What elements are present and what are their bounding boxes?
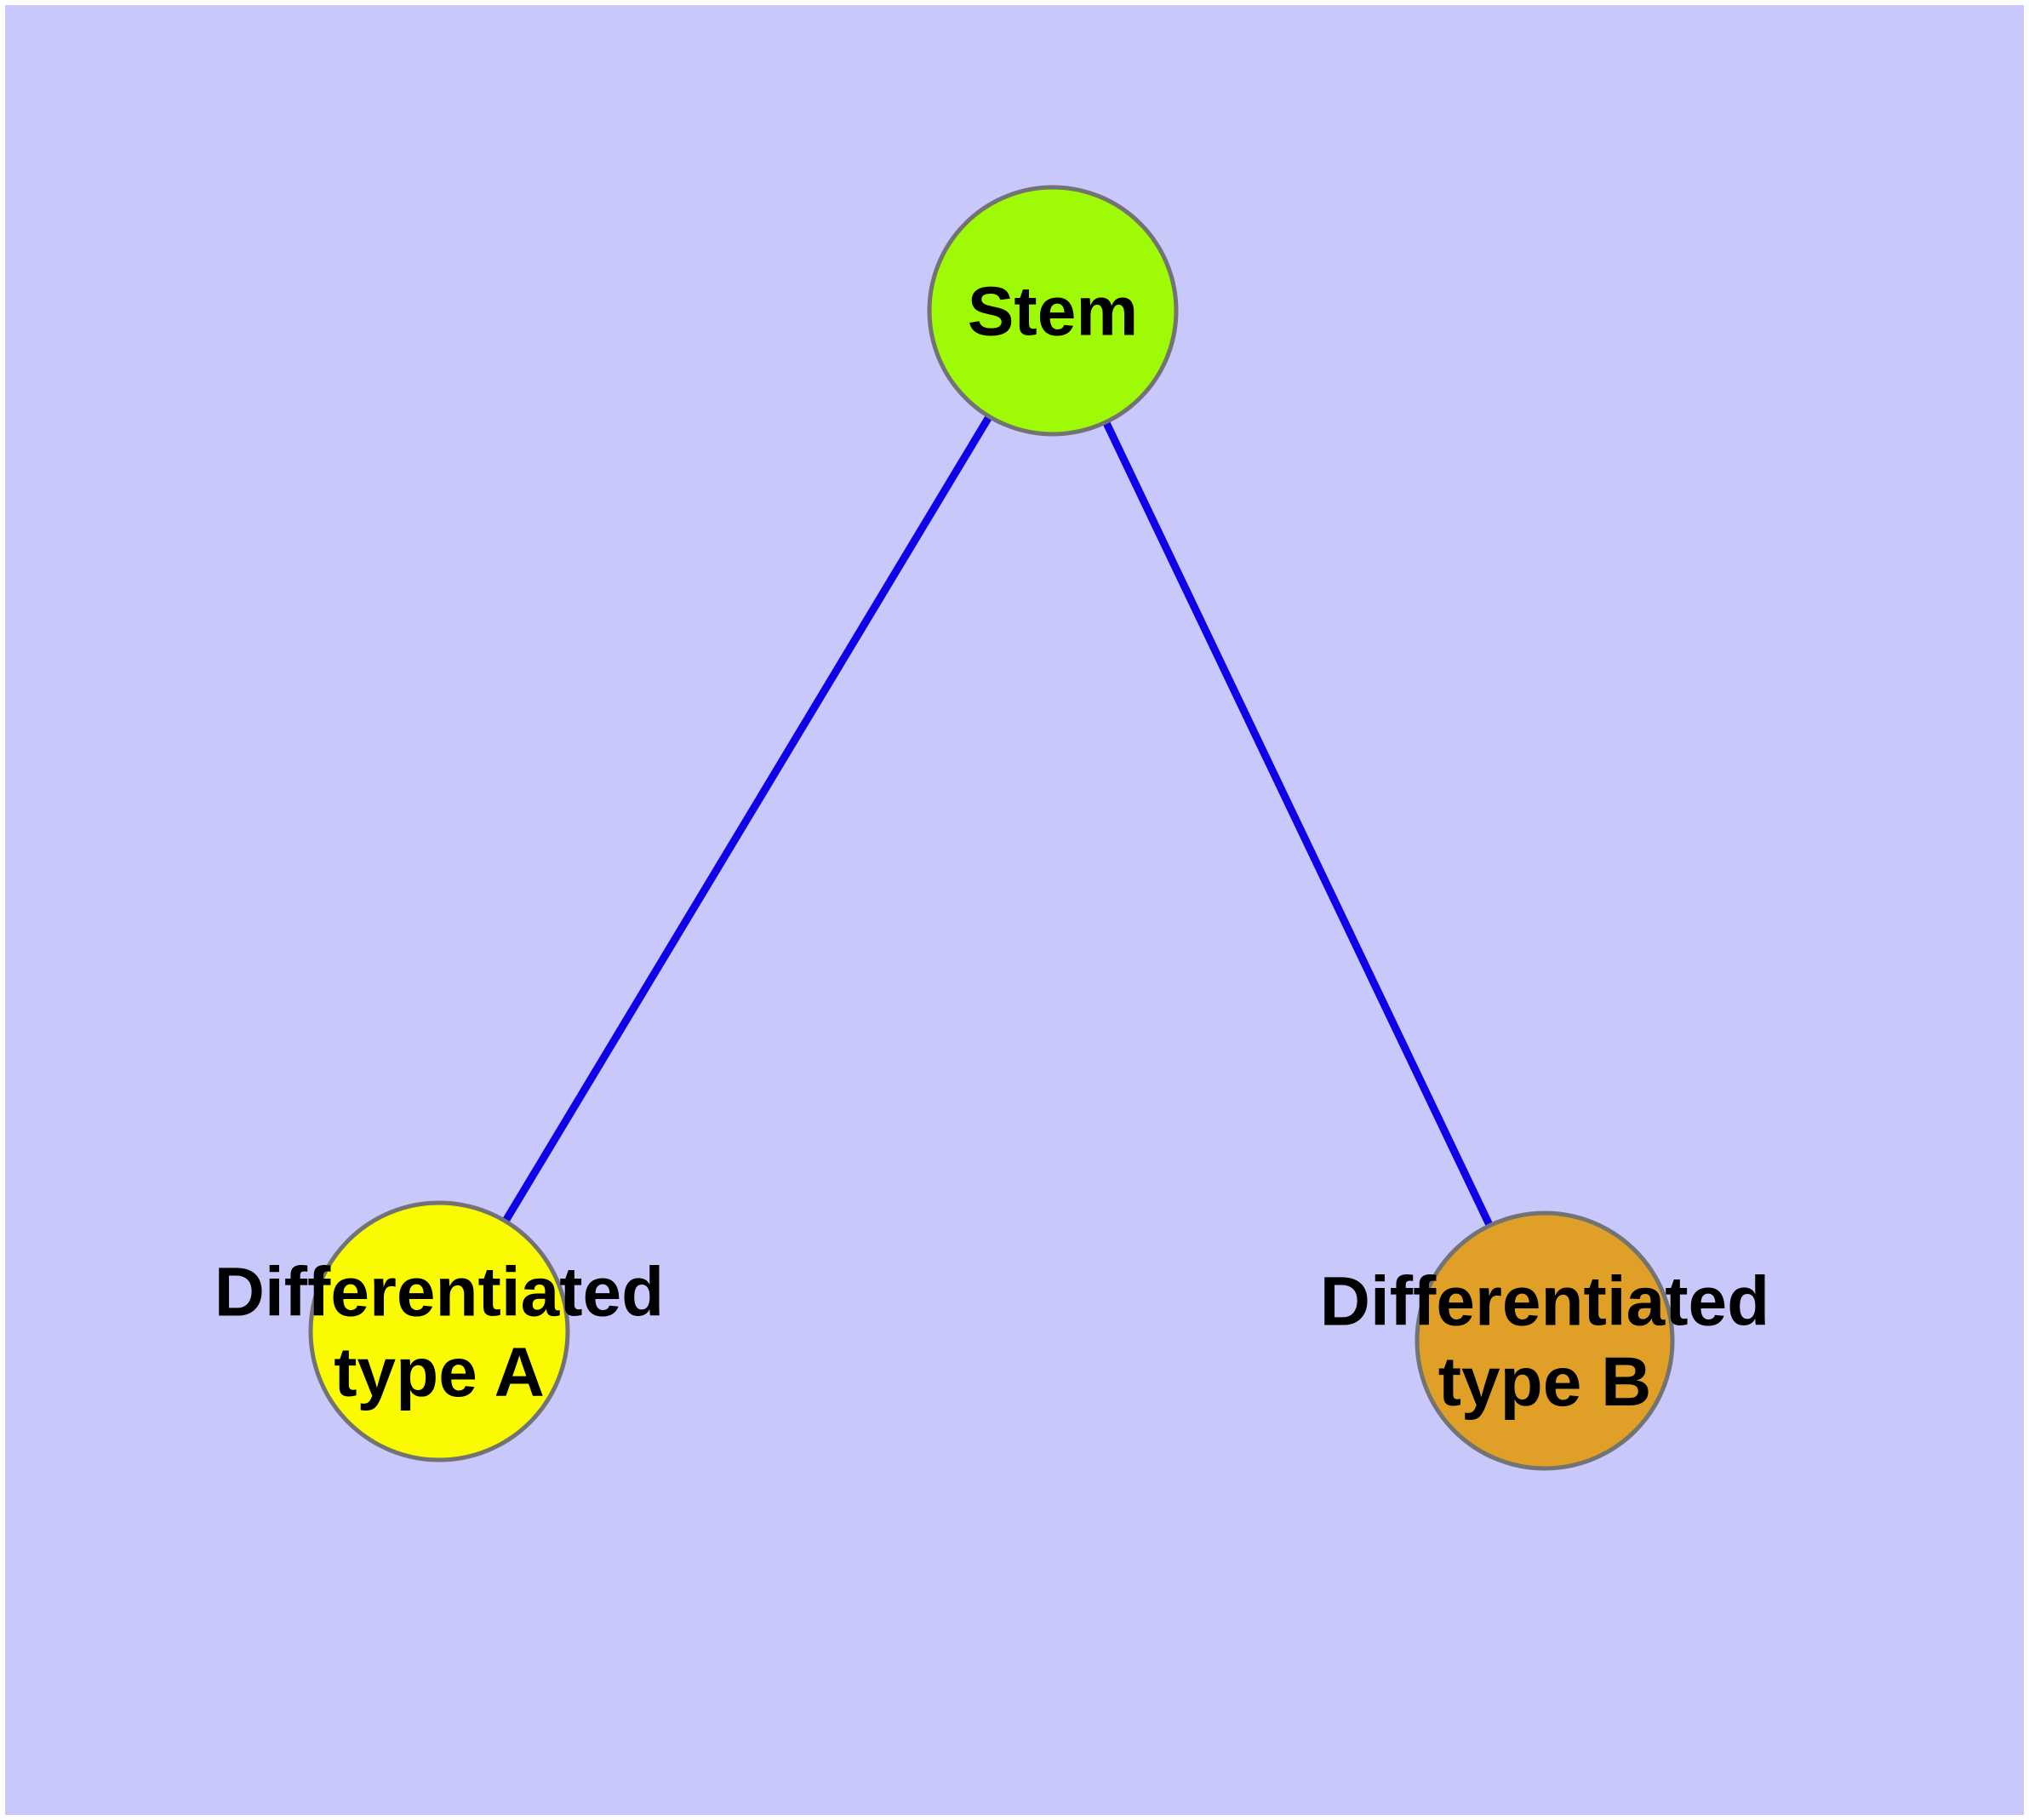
- graph-node-diff_a[interactable]: [308, 1200, 570, 1462]
- graph-node-label-line: type A: [334, 1334, 545, 1411]
- graph-node-stem[interactable]: [927, 185, 1179, 437]
- graph-node-label-line: Differentiated: [214, 1254, 665, 1331]
- edges-layer: [436, 308, 1549, 1342]
- graph-edge[interactable]: [1049, 309, 1549, 1342]
- graph-node-label-line: Stem: [968, 273, 1139, 351]
- graph-node-label-line: Differentiated: [1320, 1263, 1770, 1341]
- graph-node-label-stem: Stem: [968, 273, 1139, 351]
- graph-node-diff_b[interactable]: [1415, 1210, 1675, 1471]
- graph-edge[interactable]: [436, 308, 1056, 1334]
- nodes-layer: [308, 185, 1675, 1471]
- graph-node-label-line: type B: [1438, 1343, 1652, 1421]
